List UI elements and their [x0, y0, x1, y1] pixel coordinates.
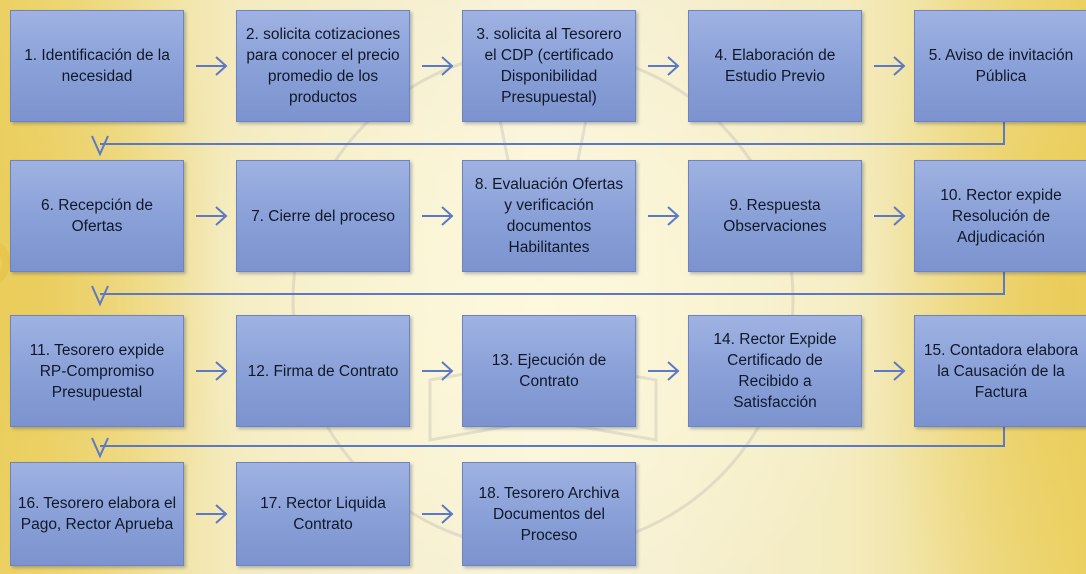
arrow-right-icon	[196, 504, 228, 524]
arrow-right-icon	[648, 361, 680, 381]
step-box-1: 1. Identificación de la necesidad	[10, 10, 184, 122]
step-box-18: 18. Tesorero Archiva Documentos del Proc…	[462, 462, 636, 566]
step-box-14: 14. Rector Expide Certificado de Recibid…	[688, 315, 862, 427]
arrow-down-icon	[91, 135, 109, 157]
arrow-right-icon	[422, 56, 454, 76]
step-box-10: 10. Rector expide Resolución de Adjudica…	[914, 160, 1086, 272]
step-box-3: 3. solicita al Tesorero el CDP (certific…	[462, 10, 636, 122]
arrow-down-icon	[91, 285, 109, 307]
arrow-right-icon	[422, 206, 454, 226]
row-wrap-connector	[100, 122, 1005, 145]
row-wrap-connector	[100, 427, 1005, 447]
step-box-15: 15. Contadora elabora la Causación de la…	[914, 315, 1086, 427]
arrow-right-icon	[874, 361, 906, 381]
row-wrap-connector	[100, 272, 1005, 295]
arrow-right-icon	[874, 206, 906, 226]
arrow-right-icon	[874, 56, 906, 76]
arrow-right-icon	[196, 361, 228, 381]
step-box-16: 16. Tesorero elabora el Pago, Rector Apr…	[10, 462, 184, 566]
step-box-2: 2. solicita cotizaciones para conocer el…	[236, 10, 410, 122]
step-box-6: 6. Recepción de Ofertas	[10, 160, 184, 272]
step-box-5: 5. Aviso de invitación Pública	[914, 10, 1086, 122]
step-box-7: 7. Cierre del proceso	[236, 160, 410, 272]
arrow-right-icon	[422, 361, 454, 381]
step-box-8: 8. Evaluación Ofertas y verificación doc…	[462, 160, 636, 272]
step-box-12: 12. Firma de Contrato	[236, 315, 410, 427]
arrow-right-icon	[648, 206, 680, 226]
arrow-right-icon	[196, 206, 228, 226]
arrow-down-icon	[91, 437, 109, 459]
step-box-4: 4. Elaboración de Estudio Previo	[688, 10, 862, 122]
arrow-right-icon	[422, 504, 454, 524]
step-box-17: 17. Rector Liquida Contrato	[236, 462, 410, 566]
step-box-13: 13. Ejecución de Contrato	[462, 315, 636, 427]
step-box-9: 9. Respuesta Observaciones	[688, 160, 862, 272]
arrow-right-icon	[648, 56, 680, 76]
step-box-11: 11. Tesorero expide RP-Compromiso Presup…	[10, 315, 184, 427]
arrow-right-icon	[196, 56, 228, 76]
